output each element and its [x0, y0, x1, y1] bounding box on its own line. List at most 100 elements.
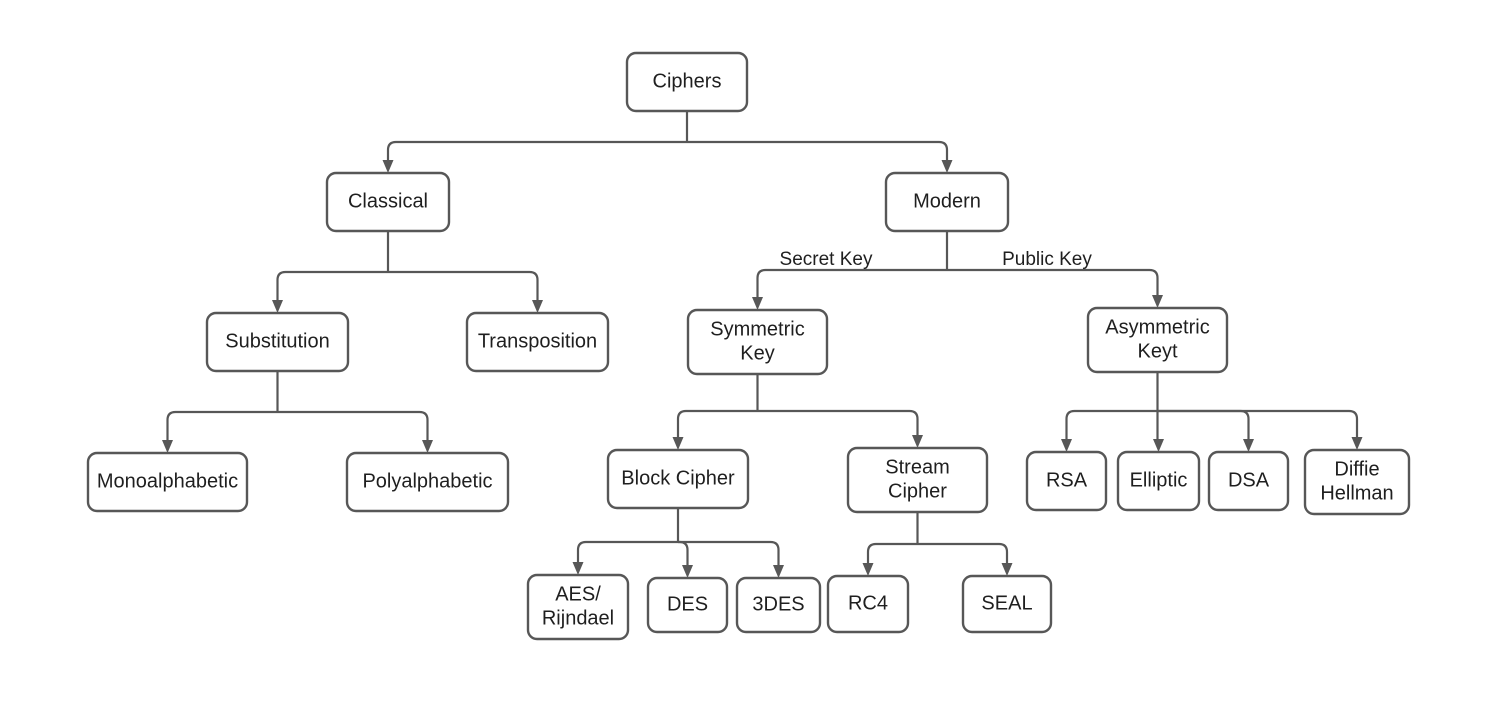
- node-label-des: DES: [667, 593, 708, 615]
- edge-symmetric-to-block-cipher: [676, 409, 758, 437]
- node-label-modern: Modern: [913, 190, 981, 212]
- node-label-3des: 3DES: [752, 593, 804, 615]
- node-block-cipher[interactable]: Block Cipher: [606, 448, 750, 510]
- edge-block-cipher-to-aes-rijndael: [576, 540, 678, 562]
- node-polyalphabetic[interactable]: Polyalphabetic: [345, 451, 510, 513]
- node-label-monoalphabetic: Monoalphabetic: [97, 470, 238, 492]
- secret-key-label: Secret Key: [780, 249, 873, 270]
- node-substitution[interactable]: Substitution: [205, 311, 350, 373]
- node-label-stream-cipher: Stream: [885, 456, 949, 478]
- edge-symmetric-to-stream-cipher: [757, 409, 919, 435]
- node-box-polyalphabetic: [345, 451, 510, 513]
- node-label-classical: Classical: [348, 190, 428, 212]
- public-key-label: Public Key: [1002, 249, 1092, 270]
- arrowhead-modern-to-symmetric: [752, 297, 763, 310]
- edge-asymmetric-to-diffie-hellman: [1157, 409, 1359, 437]
- node-label-aes-rijndael: Rijndael: [542, 607, 614, 629]
- node-label-rc4: RC4: [848, 592, 888, 614]
- arrowhead-asymmetric-to-dsa: [1243, 439, 1254, 452]
- node-box-ciphers: [625, 51, 749, 113]
- edge-modern-to-symmetric: [756, 268, 947, 297]
- node-modern[interactable]: Modern: [884, 171, 1010, 233]
- node-label-asymmetric: Keyt: [1137, 340, 1177, 362]
- node-label-diffie-hellman: Diffie: [1334, 458, 1379, 480]
- node-box-dsa: [1207, 450, 1290, 512]
- arrowhead-symmetric-to-stream-cipher: [912, 435, 923, 448]
- node-classical[interactable]: Classical: [325, 171, 451, 233]
- node-label-block-cipher: Block Cipher: [621, 467, 735, 489]
- node-des[interactable]: DES: [646, 576, 729, 634]
- edge-classical-to-transposition: [388, 270, 539, 300]
- node-box-rsa: [1025, 450, 1108, 512]
- node-label-rsa: RSA: [1046, 469, 1088, 491]
- arrowhead-ciphers-to-modern: [941, 160, 953, 173]
- arrowhead-asymmetric-to-elliptic: [1153, 439, 1164, 452]
- edge-block-cipher-to-3des: [678, 540, 780, 565]
- node-box-rc4: [826, 574, 910, 634]
- arrowhead-asymmetric-to-diffie-hellman: [1351, 437, 1363, 450]
- edge-asymmetric-to-rsa: [1065, 409, 1158, 439]
- edge-substitution-to-polyalphabetic: [277, 410, 429, 440]
- edge-classical-to-substitution: [276, 270, 388, 300]
- node-label-elliptic: Elliptic: [1130, 469, 1188, 491]
- node-3des[interactable]: 3DES: [735, 576, 822, 634]
- edges-layer: [162, 111, 1363, 578]
- node-label-dsa: DSA: [1228, 469, 1270, 491]
- node-box-diffie-hellman: [1303, 448, 1411, 516]
- edge-modern-to-asymmetric: [947, 268, 1159, 295]
- node-rc4[interactable]: RC4: [826, 574, 910, 634]
- node-box-stream-cipher: [846, 446, 989, 514]
- arrowhead-classical-to-substitution: [272, 300, 283, 313]
- node-box-substitution: [205, 311, 350, 373]
- arrowhead-block-cipher-to-aes-rijndael: [572, 562, 584, 575]
- node-label-diffie-hellman: Hellman: [1320, 482, 1393, 504]
- node-dsa[interactable]: DSA: [1207, 450, 1290, 512]
- node-ciphers[interactable]: Ciphers: [625, 51, 749, 113]
- arrowhead-substitution-to-monoalphabetic: [162, 440, 173, 453]
- edge-asymmetric-to-dsa: [1157, 409, 1250, 439]
- node-aes-rijndael[interactable]: AES/Rijndael: [526, 573, 630, 641]
- node-box-aes-rijndael: [526, 573, 630, 641]
- node-label-polyalphabetic: Polyalphabetic: [362, 470, 492, 492]
- edge-stream-cipher-to-rc4: [866, 542, 918, 563]
- arrowhead-classical-to-transposition: [532, 300, 543, 313]
- edge-stream-cipher-to-seal: [917, 542, 1009, 563]
- edge-block-cipher-to-des: [678, 540, 689, 565]
- node-box-symmetric: [686, 308, 829, 376]
- node-seal[interactable]: SEAL: [961, 574, 1053, 634]
- node-label-transposition: Transposition: [478, 330, 597, 352]
- node-monoalphabetic[interactable]: Monoalphabetic: [86, 451, 249, 513]
- edge-ciphers-to-classical: [386, 140, 687, 160]
- arrowhead-block-cipher-to-des: [682, 565, 693, 578]
- node-label-substitution: Substitution: [225, 330, 330, 352]
- node-box-classical: [325, 171, 451, 233]
- node-label-symmetric: Symmetric: [710, 318, 804, 340]
- node-box-modern: [884, 171, 1010, 233]
- node-label-symmetric: Key: [740, 342, 774, 364]
- node-box-seal: [961, 574, 1053, 634]
- node-box-des: [646, 576, 729, 634]
- node-elliptic[interactable]: Elliptic: [1116, 450, 1201, 512]
- node-transposition[interactable]: Transposition: [465, 311, 610, 373]
- arrowhead-substitution-to-polyalphabetic: [422, 440, 433, 453]
- node-label-asymmetric: Asymmetric: [1105, 316, 1209, 338]
- node-box-asymmetric: [1086, 306, 1229, 374]
- node-label-ciphers: Ciphers: [653, 70, 722, 92]
- node-rsa[interactable]: RSA: [1025, 450, 1108, 512]
- node-box-transposition: [465, 311, 610, 373]
- edge-labels-layer: Secret Key Public Key: [780, 249, 1093, 270]
- node-box-block-cipher: [606, 448, 750, 510]
- arrowhead-ciphers-to-classical: [382, 160, 394, 173]
- node-label-seal: SEAL: [981, 592, 1032, 614]
- arrowhead-stream-cipher-to-rc4: [862, 563, 874, 576]
- arrowhead-asymmetric-to-rsa: [1061, 439, 1072, 452]
- node-label-aes-rijndael: AES/: [555, 583, 601, 605]
- arrowhead-modern-to-asymmetric: [1152, 295, 1163, 308]
